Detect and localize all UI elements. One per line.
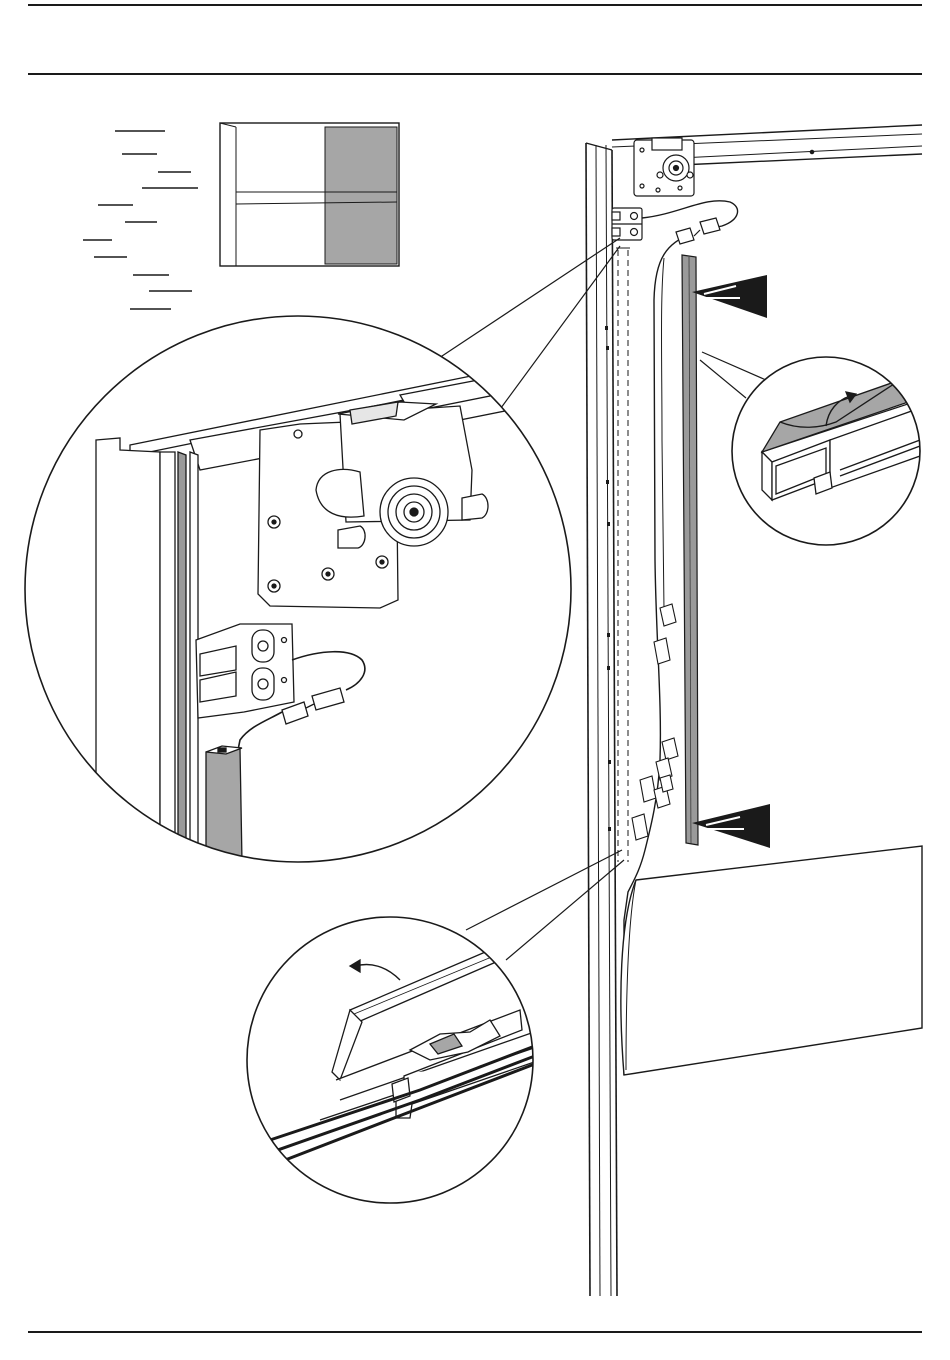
push-arrow-bottom <box>692 804 770 848</box>
detail-callout-connector <box>25 316 571 862</box>
detail-callout-strip-profile <box>732 357 920 545</box>
detail-callout-cable-channel <box>247 917 540 1203</box>
cover-strip <box>682 255 698 845</box>
wardrobe-thumbnail <box>220 123 399 266</box>
motion-lines <box>83 131 198 309</box>
electrical-connector <box>612 208 642 240</box>
push-arrow-top <box>692 275 767 318</box>
sliding-door <box>621 846 922 1075</box>
page-header <box>28 5 922 74</box>
roller-bracket <box>634 138 694 196</box>
cable-plug <box>676 218 720 244</box>
